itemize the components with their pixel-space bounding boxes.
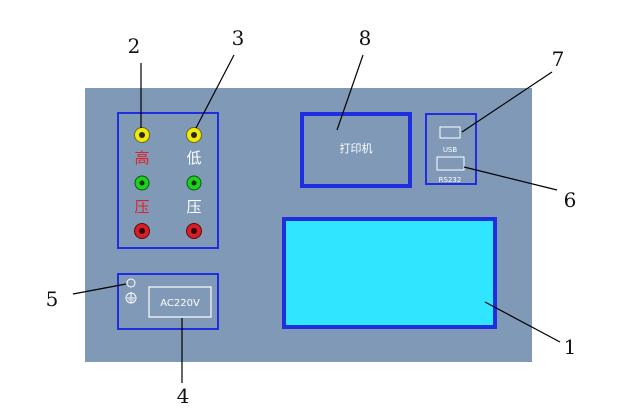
high-label-top: 高 xyxy=(134,149,149,167)
power-label: AC220V xyxy=(160,298,200,309)
green-binding-post-icon xyxy=(186,175,202,191)
callout-5: 5 xyxy=(46,287,59,311)
high-label-bottom: 压 xyxy=(134,198,149,216)
power-socket xyxy=(148,286,212,318)
callout-6: 6 xyxy=(564,188,577,212)
leader-line-1 xyxy=(484,301,561,343)
callout-3: 3 xyxy=(232,26,245,50)
leader-line-6 xyxy=(463,166,558,191)
display-screen xyxy=(282,217,497,329)
leader-line-5 xyxy=(72,283,127,295)
callout-1: 1 xyxy=(564,335,577,359)
low-label-top: 低 xyxy=(186,149,201,167)
leader-line-3 xyxy=(195,54,235,129)
low-label-bottom: 压 xyxy=(186,198,201,216)
leader-line-7 xyxy=(461,71,553,133)
printer-box xyxy=(300,112,412,188)
callout-8: 8 xyxy=(359,26,372,50)
callout-7: 7 xyxy=(552,47,565,71)
red-binding-post-icon xyxy=(186,223,202,239)
callout-2: 2 xyxy=(128,34,141,58)
leader-line-8 xyxy=(336,54,364,131)
printer-label: 打印机 xyxy=(340,141,373,155)
yellow-binding-post-icon xyxy=(134,127,150,143)
ports-box xyxy=(425,113,477,185)
usb-port xyxy=(439,126,461,139)
power-box xyxy=(117,273,219,330)
fuse-holder-icon xyxy=(126,278,136,288)
red-binding-post-icon xyxy=(134,223,150,239)
ground-symbol-icon xyxy=(125,292,137,304)
yellow-binding-post-icon xyxy=(186,127,202,143)
rs232-port xyxy=(436,156,465,171)
rs232-label: RS232 xyxy=(439,176,462,184)
callout-4: 4 xyxy=(177,384,190,408)
green-binding-post-icon xyxy=(134,175,150,191)
usb-label: USB xyxy=(443,146,458,154)
terminal-box xyxy=(117,112,219,249)
